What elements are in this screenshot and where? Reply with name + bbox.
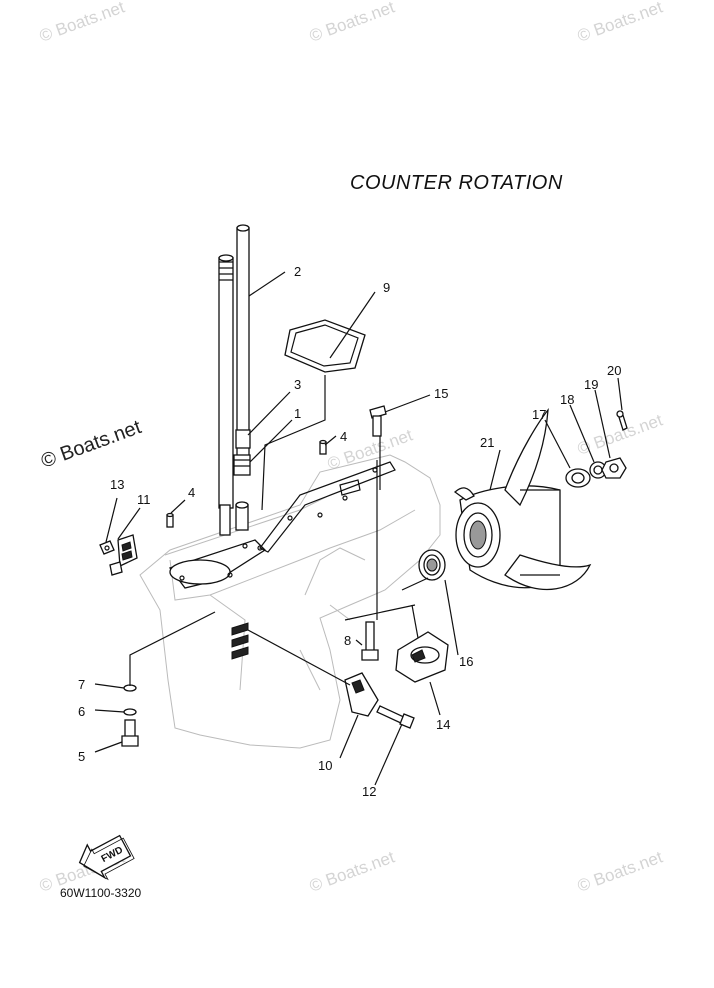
callout-5: 5 bbox=[78, 749, 85, 764]
propeller-21 bbox=[453, 407, 592, 591]
washer-18 bbox=[589, 461, 607, 479]
leader-lines bbox=[94, 271, 623, 786]
nut-13 bbox=[99, 540, 115, 555]
bolt-8 bbox=[361, 621, 379, 661]
bolt-15 bbox=[369, 405, 387, 437]
callout-16: 16 bbox=[459, 654, 473, 669]
washer-6 bbox=[123, 708, 137, 716]
callout-21: 21 bbox=[480, 435, 494, 450]
callout-10: 10 bbox=[318, 758, 332, 773]
callout-17: 17 bbox=[532, 407, 546, 422]
trim-tab-10 bbox=[344, 672, 379, 717]
cotter-pin-20 bbox=[616, 410, 628, 431]
callout-15: 15 bbox=[434, 386, 448, 401]
callout-20: 20 bbox=[607, 363, 621, 378]
callout-7: 7 bbox=[78, 677, 85, 692]
gasket bbox=[284, 319, 366, 373]
dowel-pins bbox=[166, 439, 327, 528]
callout-8: 8 bbox=[344, 633, 351, 648]
callout-6: 6 bbox=[78, 704, 85, 719]
callout-12: 12 bbox=[362, 784, 376, 799]
callout-11: 11 bbox=[137, 492, 151, 507]
nut-19 bbox=[601, 457, 627, 479]
drawing-code: 60W1100-3320 bbox=[60, 886, 141, 900]
callout-4-left: 4 bbox=[188, 485, 195, 500]
callout-3: 3 bbox=[294, 377, 301, 392]
diagram-title: COUNTER ROTATION bbox=[350, 172, 563, 194]
retainer-14 bbox=[395, 631, 449, 683]
fwd-arrow-icon: FWD bbox=[78, 834, 135, 881]
bolt-5 bbox=[121, 719, 139, 747]
watermark-top-left: © Boats.net bbox=[37, 0, 127, 46]
lower-casing bbox=[139, 454, 441, 749]
watermark-top-right: © Boats.net bbox=[575, 0, 665, 46]
callout-4-right: 4 bbox=[340, 429, 347, 444]
watermark-bottom-right: © Boats.net bbox=[575, 847, 665, 895]
spacer-17 bbox=[565, 468, 591, 488]
thrust-washer-16 bbox=[418, 549, 446, 581]
callout-14: 14 bbox=[436, 717, 450, 732]
watermark-group: © Boats.net © Boats.net © Boats.net © Bo… bbox=[37, 0, 665, 896]
callout-labels: 2 9 3 1 4 4 15 21 17 18 19 20 13 11 8 16… bbox=[78, 264, 621, 799]
callout-9: 9 bbox=[383, 280, 390, 295]
bolt-12 bbox=[376, 705, 415, 729]
watermark-left-side: © Boats.net bbox=[38, 416, 144, 473]
callout-2: 2 bbox=[294, 264, 301, 279]
drive-shaft bbox=[218, 224, 251, 536]
watermark-bottom-center: © Boats.net bbox=[307, 847, 397, 895]
anode-11 bbox=[109, 534, 138, 576]
callout-18: 18 bbox=[560, 392, 574, 407]
callout-19: 19 bbox=[584, 377, 598, 392]
callout-13: 13 bbox=[110, 477, 124, 492]
watermark-top-center: © Boats.net bbox=[307, 0, 397, 46]
callout-1: 1 bbox=[294, 406, 301, 421]
